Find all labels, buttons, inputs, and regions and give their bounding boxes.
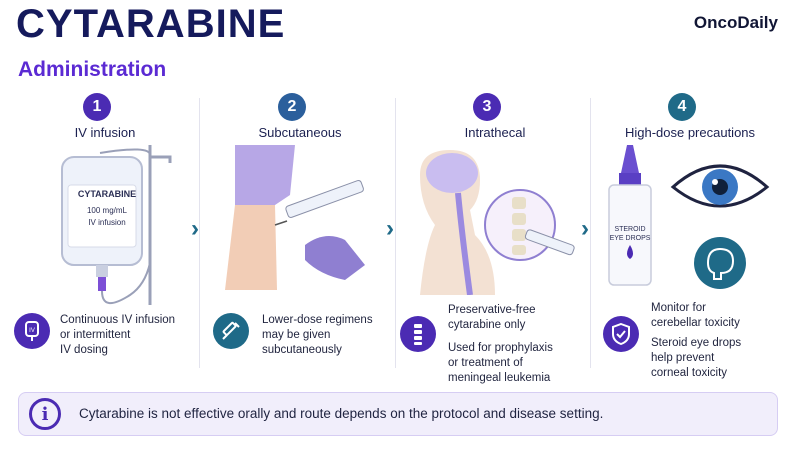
bag-label-concentration: 100 mg/mL [86,206,128,215]
route-high-dose-precautions: 4 High-dose precautions STEROID EYE DROP… [595,88,785,388]
desc-line: Lower-dose regimens [262,314,373,326]
route-heading: High-dose precautions [624,125,756,140]
desc-line: Continuous IV infusion [60,314,176,326]
desc-line: Used for prophylaxis [448,342,553,354]
desc-line: cerebellar toxicity [651,317,740,329]
desc-line: Steroid eye drops [651,337,742,349]
syringe-icon [213,313,249,349]
bag-label-route: IV infusion [88,218,126,227]
info-note: Cytarabine is not effective orally and r… [79,406,604,421]
shield-check-icon [603,316,639,352]
step-number: 1 [83,93,111,121]
desc-line: cytarabine only [448,319,526,331]
bag-label-drug: CYTARABINE [77,189,137,199]
page-subtitle: Administration [18,58,167,81]
desc-line: IV dosing [60,344,108,356]
brand-logo: OncoDaily [693,13,778,32]
desc-line: meningeal leukemia [448,372,551,384]
arm-injection-illustration [225,145,365,290]
column-divider [395,98,396,368]
eye-drops-illustration [608,145,770,289]
route-iv-infusion: 1 IV infusion CYTARABINE 100 mg/mL IV in… [10,88,200,388]
info-icon: i [29,398,61,430]
step-number: 2 [278,93,306,121]
step-number: 4 [668,93,696,121]
desc-line: or treatment of [448,357,523,369]
column-divider [199,98,200,368]
desc-line: Preservative-free [448,304,536,316]
route-subcutaneous: 2 Subcutaneous Lower-dose regimens may b… [205,88,395,388]
iv-bag-illustration [61,145,172,305]
desc-line: or intermittent [60,329,131,341]
route-heading: Subcutaneous [258,125,342,140]
desc-line: corneal toxicity [651,367,728,379]
spine-illustration [420,150,575,295]
route-heading: IV infusion [74,125,136,140]
iv-bag-icon: IV [14,313,50,349]
bottle-label-line: EYE DROPS [609,235,651,242]
chevron-right-icon: › [386,215,394,242]
chevron-right-icon: › [191,215,199,242]
route-intrathecal: 3 Intrathecal Preservative-free cytarabi… [400,88,590,388]
info-callout: i Cytarabine is not effective orally and… [18,392,778,436]
step-number: 3 [473,93,501,121]
chevron-right-icon: › [581,215,589,242]
page-title: CYTARABINE [16,2,286,46]
desc-line: subcutaneously [262,344,342,356]
route-heading: Intrathecal [464,125,526,140]
svg-text:IV: IV [29,328,35,334]
desc-line: Monitor for [651,302,706,314]
desc-line: may be given [262,329,331,341]
spine-icon [400,316,436,352]
column-divider [590,98,591,368]
desc-line: help prevent [651,352,715,364]
bottle-label-line: STEROID [614,226,646,233]
